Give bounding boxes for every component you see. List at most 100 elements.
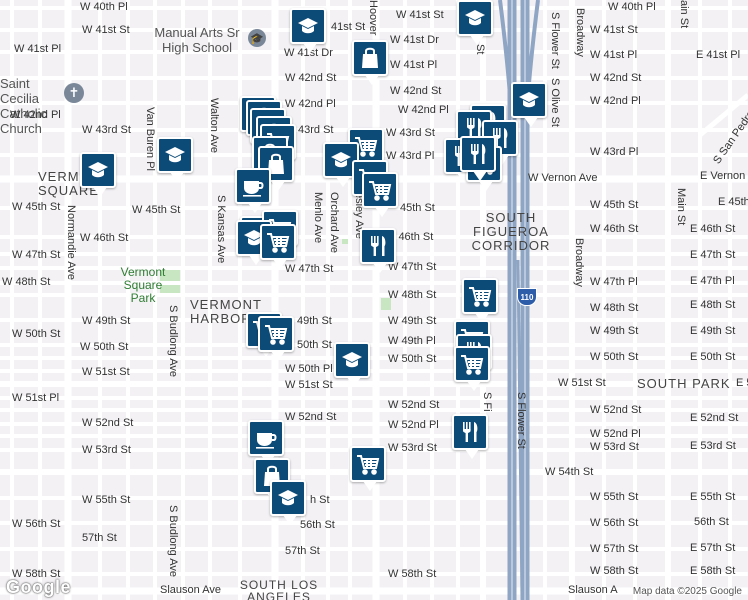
- street-label: W 43rd St: [82, 124, 131, 136]
- street-label: W 58th St: [388, 568, 437, 580]
- street-label: W 56th St: [590, 517, 639, 529]
- street-label: W 43rd St: [386, 127, 435, 139]
- street-label: W 46th St: [590, 223, 639, 235]
- street-label: 56th St: [694, 516, 729, 528]
- street-label: W 54th St: [545, 466, 594, 478]
- street-label: W 41st St: [396, 9, 444, 21]
- small-park-area-2: [342, 238, 350, 244]
- interstate-110-shield-icon: 110: [517, 288, 537, 306]
- street-label: Orchard Ave: [328, 192, 340, 253]
- area-label-south-los-angeles: SOUTH LOS ANGELES: [239, 578, 319, 600]
- street-label: E 47th Pl: [690, 275, 735, 287]
- street-label: W 58th St: [590, 565, 639, 577]
- street-label: W 52nd St: [388, 399, 440, 411]
- grocery-marker[interactable]: [462, 278, 498, 323]
- street-label: E 50th St: [690, 351, 736, 363]
- street-label: W 49th Pl: [388, 335, 436, 347]
- cafe-marker[interactable]: [235, 168, 271, 213]
- street-label: W 51st St: [285, 379, 333, 391]
- grocery-marker[interactable]: [258, 316, 294, 361]
- street-label: W 53rd St: [590, 441, 639, 453]
- street-label: E 41st Pl: [696, 49, 741, 61]
- street-label: W 53rd St: [82, 444, 131, 456]
- street-label: 56th St: [300, 519, 335, 531]
- fork-knife-icon: [471, 144, 486, 164]
- shopping-cart-icon: [469, 287, 492, 307]
- street-label: S Flower St: [549, 12, 561, 69]
- shopping-marker[interactable]: [352, 40, 388, 85]
- street-label: E 49th St: [690, 325, 736, 337]
- street-label: W 41st Dr: [284, 47, 333, 59]
- grocery-marker[interactable]: [454, 346, 490, 391]
- cafe-marker[interactable]: [248, 420, 284, 465]
- street-label: W 56th St: [12, 518, 61, 530]
- school-marker[interactable]: [80, 152, 116, 197]
- street-label: E 48th St: [690, 299, 736, 311]
- restaurant-marker[interactable]: [460, 136, 496, 181]
- street-label: Broadway: [573, 238, 585, 287]
- graduation-cap-icon: [298, 18, 318, 34]
- street-label: W 49th St: [590, 325, 639, 337]
- street-label: W 50th St: [590, 351, 639, 363]
- street-label: Slauson Ave: [160, 584, 221, 596]
- street-label: W 47th St: [285, 263, 334, 275]
- street-label: Main St: [675, 188, 687, 226]
- street-label: Walton Ave: [208, 98, 220, 154]
- shopping-cart-icon: [369, 181, 392, 201]
- fork-knife-icon: [463, 422, 478, 442]
- street-label: E 45th: [718, 196, 748, 208]
- school-marker[interactable]: [323, 142, 359, 187]
- poi-label-vermont-square-park[interactable]: Vermont Square Park: [120, 265, 166, 306]
- shopping-cart-icon: [265, 325, 288, 345]
- restaurant-marker[interactable]: [452, 414, 488, 459]
- graduation-cap-icon: [165, 147, 185, 163]
- street-label: 50th St: [297, 339, 332, 351]
- school-marker[interactable]: [290, 8, 326, 53]
- poi-label-st-cecilia[interactable]: Saint Cecilia Catholic Church: [0, 76, 47, 136]
- street-label: W 42nd Pl: [590, 95, 641, 107]
- street-label: W 52nd St: [590, 404, 642, 416]
- street-label: W 48th St: [388, 289, 437, 301]
- shopping-cart-icon: [267, 233, 290, 253]
- street-label: S Fi: [481, 392, 493, 412]
- restaurant-marker[interactable]: [360, 228, 396, 273]
- grocery-marker[interactable]: [260, 224, 296, 269]
- street-label: E 46th St: [690, 223, 736, 235]
- street-label: W 45th St: [590, 199, 639, 211]
- street-label: W Vernon Ave: [528, 172, 598, 184]
- area-label-vermont-harbor: VERMONT HARBOR: [190, 297, 262, 326]
- school-marker[interactable]: [511, 82, 547, 127]
- fork-knife-icon: [467, 118, 482, 138]
- street-label: W 55th St: [590, 491, 639, 503]
- street-label: W 52nd Pl: [388, 419, 439, 431]
- street-label: W 49th St: [82, 315, 131, 327]
- shopping-cart-icon: [355, 137, 378, 157]
- shopping-cart-icon: [357, 455, 380, 475]
- fork-knife-icon: [371, 236, 386, 256]
- street-label: 57th St: [285, 545, 320, 557]
- street-label: W 40th Pl: [608, 1, 656, 13]
- street-label: W 41st St: [82, 24, 130, 36]
- school-marker[interactable]: [270, 480, 306, 525]
- graduation-cap-icon: [465, 10, 485, 26]
- street-label: W 47th Pl: [590, 276, 638, 288]
- street-label: h St: [310, 494, 330, 506]
- school-marker[interactable]: [457, 0, 493, 45]
- shopping-cart-icon: [461, 355, 484, 375]
- graduation-cap-icon: [88, 162, 108, 178]
- street-label: W 46th St: [80, 232, 129, 244]
- grocery-marker[interactable]: [350, 446, 386, 491]
- street-label: E 58th St: [690, 565, 736, 577]
- street-label: W 52nd Pl: [590, 428, 641, 440]
- street-label: W 41st Dr: [390, 34, 439, 46]
- poi-label-manual-arts[interactable]: Manual Arts Sr High School: [154, 25, 240, 55]
- street-label: Van Buren Pl: [144, 107, 156, 172]
- street-label: W 49th St: [388, 315, 437, 327]
- grocery-marker[interactable]: [362, 172, 398, 217]
- graduation-cap-icon: [519, 92, 539, 108]
- school-marker[interactable]: [334, 342, 370, 387]
- street-label: W 46th St: [385, 231, 434, 243]
- street-label: Menlo Ave: [312, 192, 324, 244]
- school-marker[interactable]: [157, 137, 193, 182]
